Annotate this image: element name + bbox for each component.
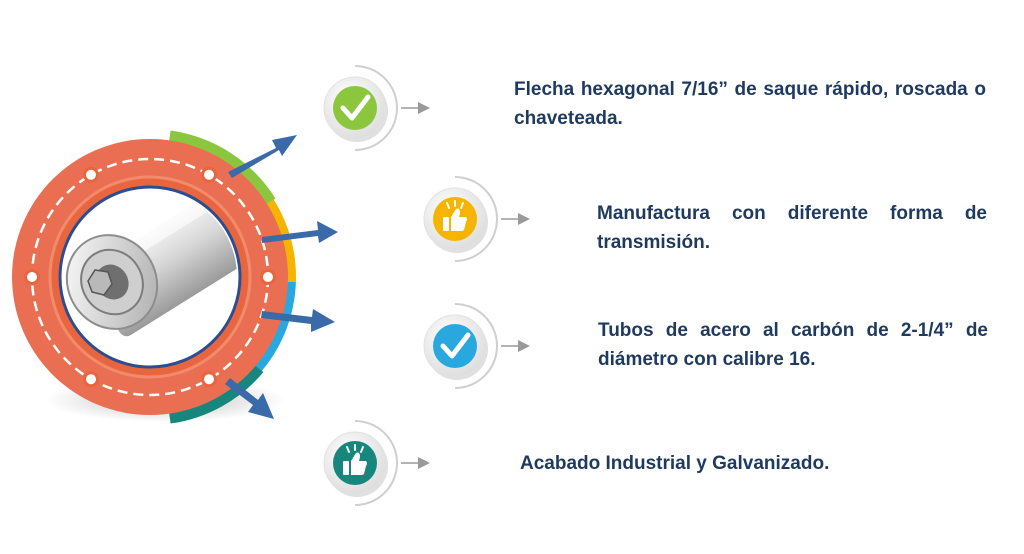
thumbs-up-icon xyxy=(443,200,467,231)
ring-dot xyxy=(83,371,99,388)
feature-text-1: Flecha hexagonal 7/16” de saque rápido, … xyxy=(514,79,986,129)
ring-dots xyxy=(24,166,276,388)
ring-dot xyxy=(260,269,276,285)
feature-icon-1 xyxy=(323,65,430,151)
arrow-3 xyxy=(261,309,335,332)
ring-dot xyxy=(83,166,99,183)
arrow-2 xyxy=(262,221,338,243)
inner-ring-highlight xyxy=(48,175,252,379)
feature-text-3: Tubos de acero al carbón de 2-1/4” de di… xyxy=(598,320,988,370)
ring-dot xyxy=(24,269,40,285)
feature-icons xyxy=(323,65,530,506)
arrow-4 xyxy=(225,378,274,419)
feature-text-2: Manufactura con diferente forma de trans… xyxy=(597,203,987,253)
feature-icon-3 xyxy=(423,303,530,389)
ring-dot xyxy=(201,166,217,183)
arrow-1 xyxy=(228,135,297,178)
feature-text-4: Acabado Industrial y Galvanizado. xyxy=(520,453,830,474)
ring-dot xyxy=(201,371,217,388)
check-icon xyxy=(440,332,471,359)
feature-icon-4 xyxy=(323,420,430,506)
feature-icon-2 xyxy=(423,176,530,262)
check-icon xyxy=(340,94,371,121)
thumbs-up-icon xyxy=(343,444,367,475)
